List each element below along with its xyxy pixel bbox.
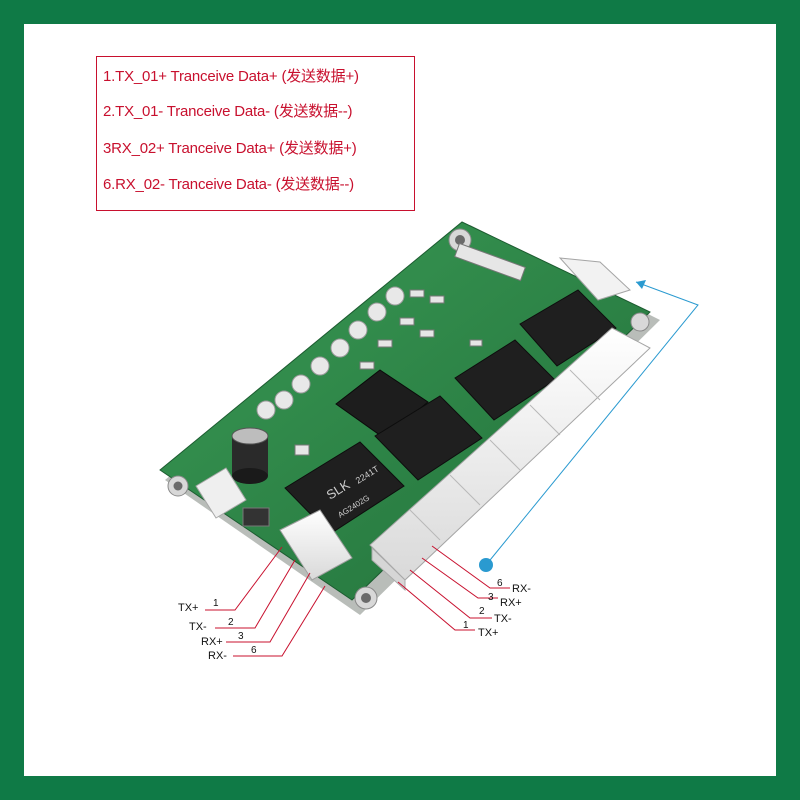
left-label-rxminus: RX-: [208, 650, 227, 662]
left-label-txminus: TX-: [189, 621, 207, 633]
led-row: [256, 286, 405, 420]
right-label-rxminus: RX-: [512, 583, 531, 595]
right-label-txplus: TX+: [478, 627, 498, 639]
right-pin-3: 3: [488, 592, 494, 603]
power-connector: [195, 467, 247, 519]
electrolytic-capacitor: [231, 427, 269, 484]
left-pin-3: 3: [238, 631, 244, 642]
left-leader-lines: [205, 546, 326, 657]
left-label-rxplus: RX+: [201, 636, 223, 648]
right-label-rxplus: RX+: [500, 597, 522, 609]
left-label-txplus: TX+: [178, 602, 198, 614]
blue-arrow-indicator: [479, 280, 699, 572]
left-pin-1: 1: [213, 598, 219, 609]
right-pin-2: 2: [479, 606, 485, 617]
pinout-legend-box: 1.TX_01+ Tranceive Data+ (发送数据+) 2.TX_01…: [96, 56, 415, 211]
transformer-modules: [284, 289, 617, 535]
port-connector-strip: [369, 257, 651, 592]
legend-line-4: 6.RX_02- Tranceive Data- (发送数据--): [103, 176, 354, 193]
main-ic-chip: [335, 369, 429, 439]
right-pin-1: 1: [463, 620, 469, 631]
legend-line-2: 2.TX_01- Tranceive Data- (发送数据--): [103, 103, 353, 120]
legend-line-1: 1.TX_01+ Tranceive Data+ (发送数据+): [103, 68, 359, 85]
right-pin-6: 6: [497, 578, 503, 589]
board-illustration: SLK 2241T AG2402G: [159, 221, 699, 662]
legend-line-3: 3RX_02+ Tranceive Data+ (发送数据+): [103, 140, 357, 157]
front-4pin-connector: [279, 509, 353, 581]
right-label-txminus: TX-: [494, 613, 512, 625]
left-pin-2: 2: [228, 617, 234, 628]
photo-frame: 1.TX_01+ Tranceive Data+ (发送数据+) 2.TX_01…: [24, 24, 776, 776]
mounting-holes: [167, 228, 650, 610]
smd-components: [242, 242, 526, 527]
right-leader-lines: [397, 545, 510, 631]
left-pin-6: 6: [251, 645, 257, 656]
